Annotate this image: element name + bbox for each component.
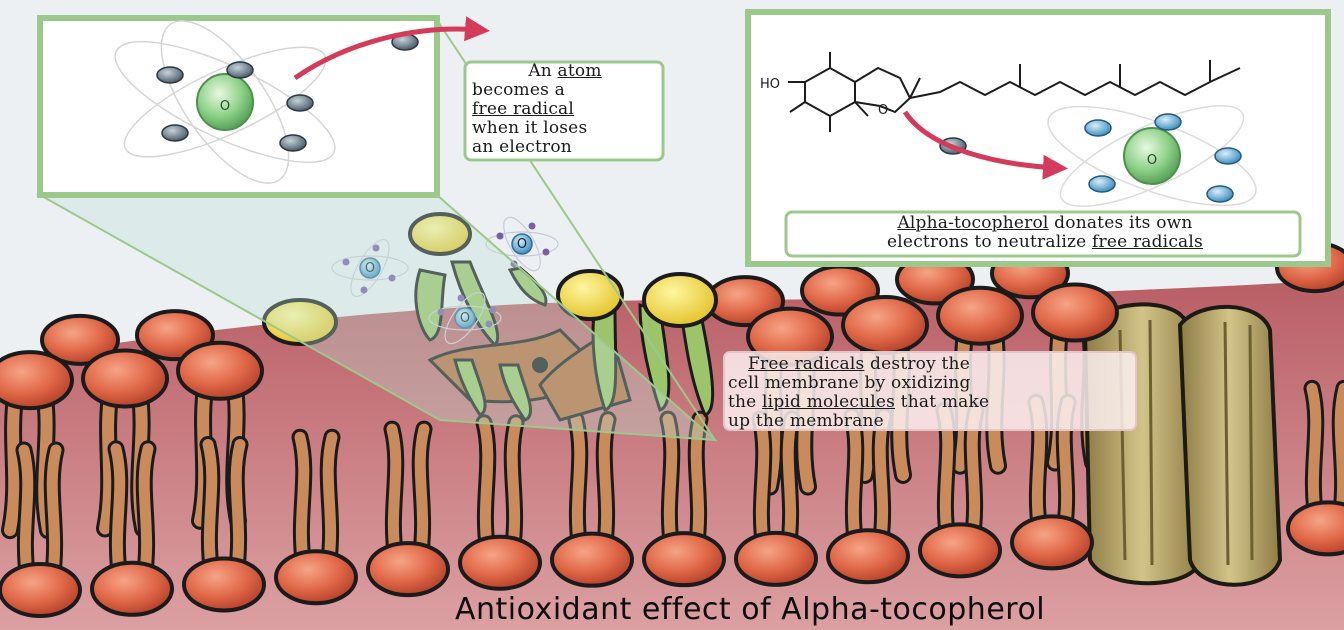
membrane-note: Free radicals destroy the cell membrane … — [728, 355, 1133, 431]
atom-caption-line5: an electron — [470, 138, 660, 157]
lipid-head — [0, 352, 72, 408]
tocopherol-caption-line1-post: donates its own — [1049, 213, 1193, 233]
lipid-head — [0, 564, 80, 616]
electron — [1089, 176, 1115, 192]
lipid-tail — [420, 429, 424, 559]
lipid-tail — [880, 416, 884, 546]
lipid-tail — [328, 437, 332, 567]
membrane-note-line2: cell membrane by oxidizing — [728, 374, 1133, 393]
ho-label: HO — [760, 77, 780, 92]
lipid-head — [843, 297, 927, 353]
atom-inset-caption: An atom becomes a free radical when it l… — [470, 62, 660, 157]
electron — [157, 67, 183, 83]
atom-inset: O — [40, 1, 480, 203]
lipid-tail — [10, 390, 16, 530]
tocopherol-caption: Alpha-tocopherol donates its own electro… — [790, 214, 1300, 252]
lipid-head — [83, 350, 167, 406]
lipid-tail — [1312, 388, 1316, 518]
lipid-tail — [1340, 388, 1344, 518]
lipid-tail — [300, 437, 304, 567]
lipid-tail — [236, 444, 240, 574]
lipid-tail — [144, 449, 148, 579]
atom-caption-atom: atom — [558, 61, 602, 81]
lipid-head — [644, 533, 724, 585]
lipid-tail — [208, 444, 212, 574]
membrane-note-line4: up the membrane — [728, 412, 1133, 431]
electron — [280, 135, 306, 151]
tocopherol-caption-line2-pre: electrons to neutralize — [887, 232, 1092, 252]
lipid-tail — [512, 423, 516, 553]
lipid-head — [276, 551, 356, 603]
atom-caption-line2: becomes a — [470, 81, 660, 100]
membrane-note-free-radicals: Free radicals — [748, 354, 864, 374]
electron — [287, 95, 313, 111]
lipid-tail — [116, 449, 120, 579]
lipid-head — [938, 288, 1022, 344]
lipid-tail — [852, 416, 856, 546]
tocopherol-inset-symbol: O — [1147, 153, 1157, 168]
lipid-head — [736, 533, 816, 585]
lipid-tail — [392, 429, 396, 559]
lipid-tail — [604, 420, 608, 550]
lipid-tail — [24, 450, 28, 580]
lipid-head — [920, 524, 1000, 576]
atom-caption-line4: when it loses — [470, 119, 660, 138]
lipid-tail — [576, 420, 580, 550]
atom-caption-free-radical: free radical — [472, 99, 574, 119]
electron — [227, 62, 253, 78]
lipid-head — [828, 530, 908, 582]
membrane-protein — [1085, 304, 1280, 584]
lipid-tail — [788, 419, 792, 549]
lipid-tail — [760, 419, 764, 549]
lipid-head — [178, 343, 262, 399]
diagram-title: Antioxidant effect of Alpha-tocopherol — [455, 590, 1344, 630]
tocopherol-caption-free-radicals: free radicals — [1092, 232, 1203, 252]
atom-caption-line1-pre: An — [528, 61, 557, 81]
lipid-head — [92, 563, 172, 615]
electron — [1155, 114, 1181, 130]
lipid-head — [1012, 516, 1092, 568]
electron — [162, 125, 188, 141]
membrane-note-line3-pre: the — [728, 392, 762, 412]
lipid-tail — [668, 419, 672, 549]
electron — [1215, 148, 1241, 164]
lipid-tail — [484, 423, 488, 553]
lipid-head — [184, 558, 264, 610]
lipid-head — [460, 537, 540, 589]
electron — [1207, 186, 1233, 202]
lipid-head — [552, 534, 632, 586]
ring-oxygen-label: O — [878, 103, 888, 118]
free-radical-2-label: O — [517, 237, 527, 252]
membrane-note-line1-post: destroy the — [864, 354, 970, 374]
membrane-note-lipid: lipid molecules — [762, 392, 895, 412]
lipid-head — [1288, 502, 1344, 554]
atom-inset-symbol: O — [220, 99, 230, 114]
electron — [1085, 120, 1111, 136]
tocopherol-caption-alpha: Alpha-tocopherol — [897, 213, 1048, 233]
membrane-note-line3-post: that make — [895, 392, 989, 412]
lipid-head — [368, 543, 448, 595]
lipid-tail — [52, 450, 56, 580]
lipid-head — [1033, 285, 1117, 341]
